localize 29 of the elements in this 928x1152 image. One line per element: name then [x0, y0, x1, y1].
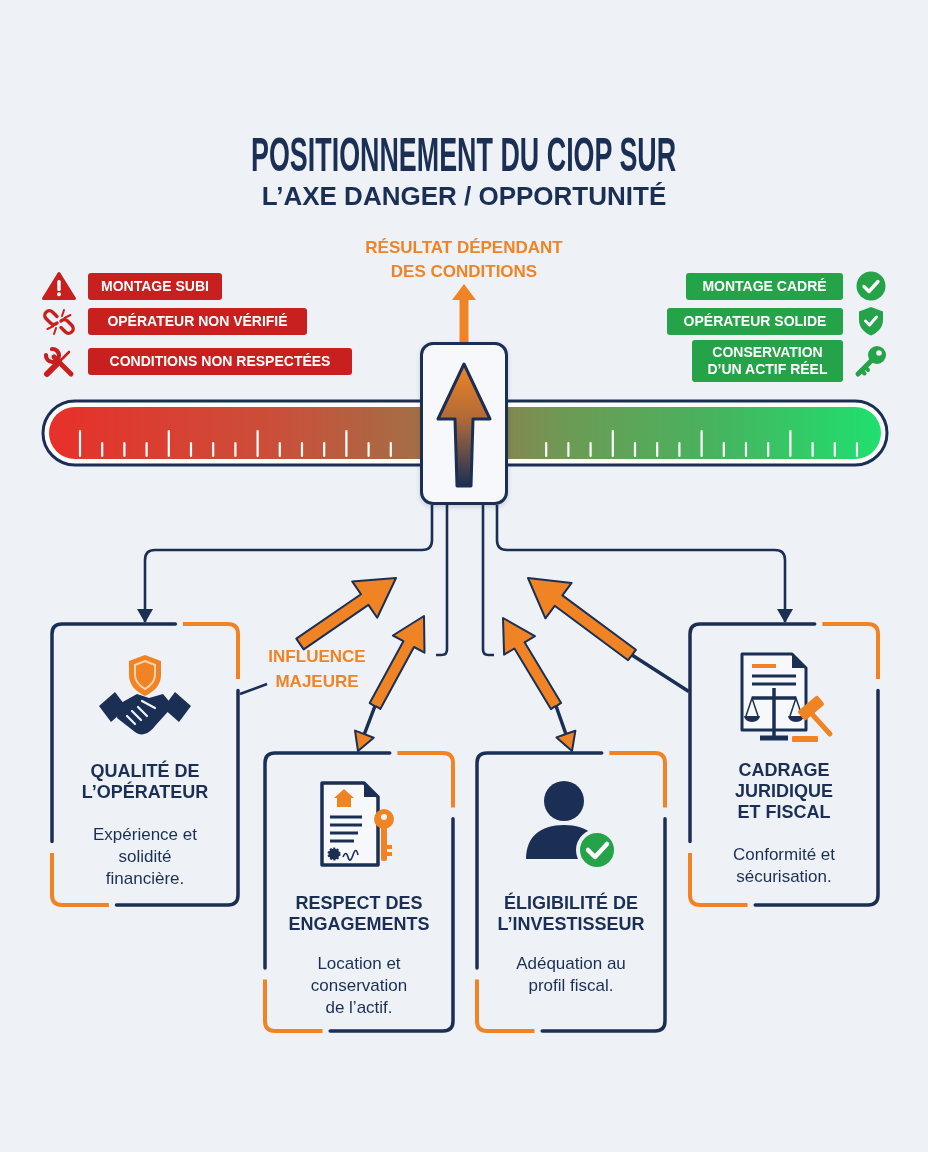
influence-label: INFLUENCE MAJEURE: [267, 644, 367, 694]
leader-line: [239, 682, 268, 696]
arrow: [452, 284, 476, 342]
card-title: QUALITÉ DE L’OPÉRATEUR: [80, 761, 210, 803]
strength-tag: OPÉRATEUR SOLIDE: [667, 308, 843, 335]
influence-arrow: [502, 617, 577, 752]
result-label: RÉSULTAT DÉPENDANT DES CONDITIONS: [364, 236, 564, 284]
risk-tag: CONDITIONS NON RESPECTÉES: [88, 348, 352, 375]
card-description: Location et conservation de l’actif.: [309, 953, 409, 1019]
risk-tag: OPÉRATEUR NON VÉRIFIÉ: [88, 308, 307, 335]
connector-arrow: [137, 505, 434, 623]
influence-arrow: [527, 577, 690, 693]
influence-arrow: [295, 577, 397, 651]
card-title: RESPECT DES ENGAGEMENTS: [287, 893, 431, 935]
card-description: Conformité et sécurisation.: [731, 844, 836, 888]
connector-line: [481, 505, 494, 657]
strength-tag: CONSERVATION D’UN ACTIF RÉEL: [692, 340, 843, 382]
card-title: CADRAGE JURIDIQUE ET FISCAL: [734, 760, 834, 823]
risk-tag: MONTAGE SUBI: [88, 273, 222, 300]
subtitle: L’AXE DANGER / OPPORTUNITÉ: [261, 181, 667, 211]
card-title: ÉLIGIBILITÉ DE L’INVESTISSEUR: [496, 893, 646, 935]
strength-tag: MONTAGE CADRÉ: [686, 273, 843, 300]
connector-line: [436, 505, 449, 657]
gauge-cursor: [420, 342, 508, 505]
card-description: Expérience et solidité financière.: [92, 824, 198, 890]
connector-arrow: [495, 505, 793, 623]
influence-arrow: [354, 615, 426, 752]
title: POSITIONNEMENT DU CIOP SUR: [251, 131, 677, 179]
card-description: Adéquation au profil fiscal.: [515, 953, 627, 997]
